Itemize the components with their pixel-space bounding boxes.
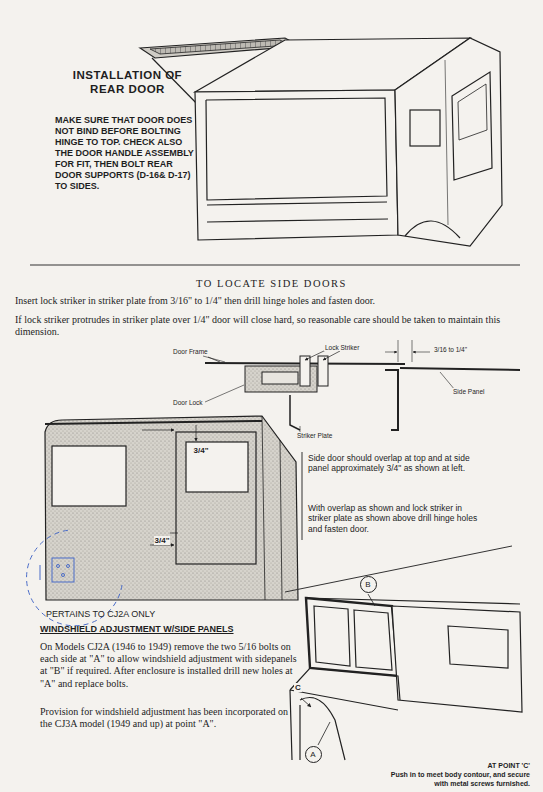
callout-circle: A (305, 746, 322, 763)
instruction-text-text: If lock striker protrudes in striker pla… (15, 314, 500, 337)
dimension-label: 3/4" (190, 446, 212, 456)
rear-door-figure (140, 38, 502, 246)
part-label-text: Door Frame (172, 348, 209, 355)
section-heading-text: WINDSHIELD ADJUSTMENT W/SIDE PANELS (40, 624, 234, 634)
instruction-text: If lock striker protrudes in striker pla… (15, 314, 530, 338)
part-label: Side Panel (452, 388, 502, 396)
part-label-text: Side Panel (452, 388, 485, 395)
instruction-text-text: Provision for windshield adjustment has … (40, 706, 288, 729)
part-label: Door Lock (172, 399, 222, 407)
callout-circle: B (360, 576, 377, 593)
section-rule (285, 546, 512, 592)
section-rule (30, 265, 520, 266)
note-heading-text: AT POINT 'C' (488, 762, 530, 769)
section-heading: PERTAINS TO CJ2A ONLY (46, 609, 246, 620)
note-heading: AT POINT 'C' (390, 762, 530, 771)
note-text-text: With overlap as shown and lock striker i… (308, 503, 477, 534)
section-heading-text: INSTALLATION OF REAR DOOR (73, 69, 182, 95)
instruction-text: Insert lock striker in striker plate fro… (15, 295, 530, 307)
dimension-label-text: 3/4" (154, 536, 171, 545)
note-text: Push in to meet body contour, and secure… (390, 771, 530, 788)
instruction-text-text: On Models CJ2A (1946 to 1949) remove the… (40, 641, 297, 689)
part-label-text: Striker Plate (296, 432, 333, 439)
part-label-text: Door Lock (172, 399, 204, 406)
note-text-text: Side door should overlap at top and at s… (308, 453, 470, 473)
callout-letter-text: C (294, 683, 302, 692)
dimension-label: 3/4" (150, 536, 174, 546)
part-label-text: Lock Striker (324, 344, 360, 351)
section-heading-text: TO LOCATE SIDE DOORS (196, 278, 347, 289)
section-heading: TO LOCATE SIDE DOORS (0, 278, 543, 291)
windshield-figure (290, 594, 522, 760)
instruction-text: Provision for windshield adjustment has … (40, 706, 298, 730)
section-heading: INSTALLATION OF REAR DOOR (55, 68, 200, 96)
dimension-label: 3/16 to 1/4" (433, 346, 493, 354)
side-enclosure-figure (45, 416, 298, 600)
dimension-label-text: 3/4" (193, 446, 210, 455)
part-label: Door Frame (172, 348, 222, 356)
part-label: Lock Striker (324, 344, 374, 352)
note-text: Side door should overlap at top and at s… (308, 453, 478, 474)
note-bracket (302, 452, 303, 540)
instruction-text-text: MAKE SURE THAT DOOR DOES NOT BIND BEFORE… (55, 115, 194, 191)
part-label: Striker Plate (296, 432, 356, 440)
instruction-text: On Models CJ2A (1946 to 1949) remove the… (40, 641, 298, 690)
section-heading-text: PERTAINS TO CJ2A ONLY (46, 609, 155, 619)
instruction-text: MAKE SURE THAT DOOR DOES NOT BIND BEFORE… (55, 115, 195, 192)
note-text: With overlap as shown and lock striker i… (308, 503, 478, 534)
note-text-text: Push in to meet body contour, and secure… (391, 771, 530, 787)
callout-letter: A (310, 750, 315, 759)
callout-letter: C (292, 683, 304, 693)
callout-letter: B (365, 580, 370, 589)
instruction-text-text: Insert lock striker in striker plate fro… (15, 295, 375, 306)
section-heading: WINDSHIELD ADJUSTMENT W/SIDE PANELS (40, 624, 300, 635)
dimension-label-text: 3/16 to 1/4" (433, 346, 468, 353)
